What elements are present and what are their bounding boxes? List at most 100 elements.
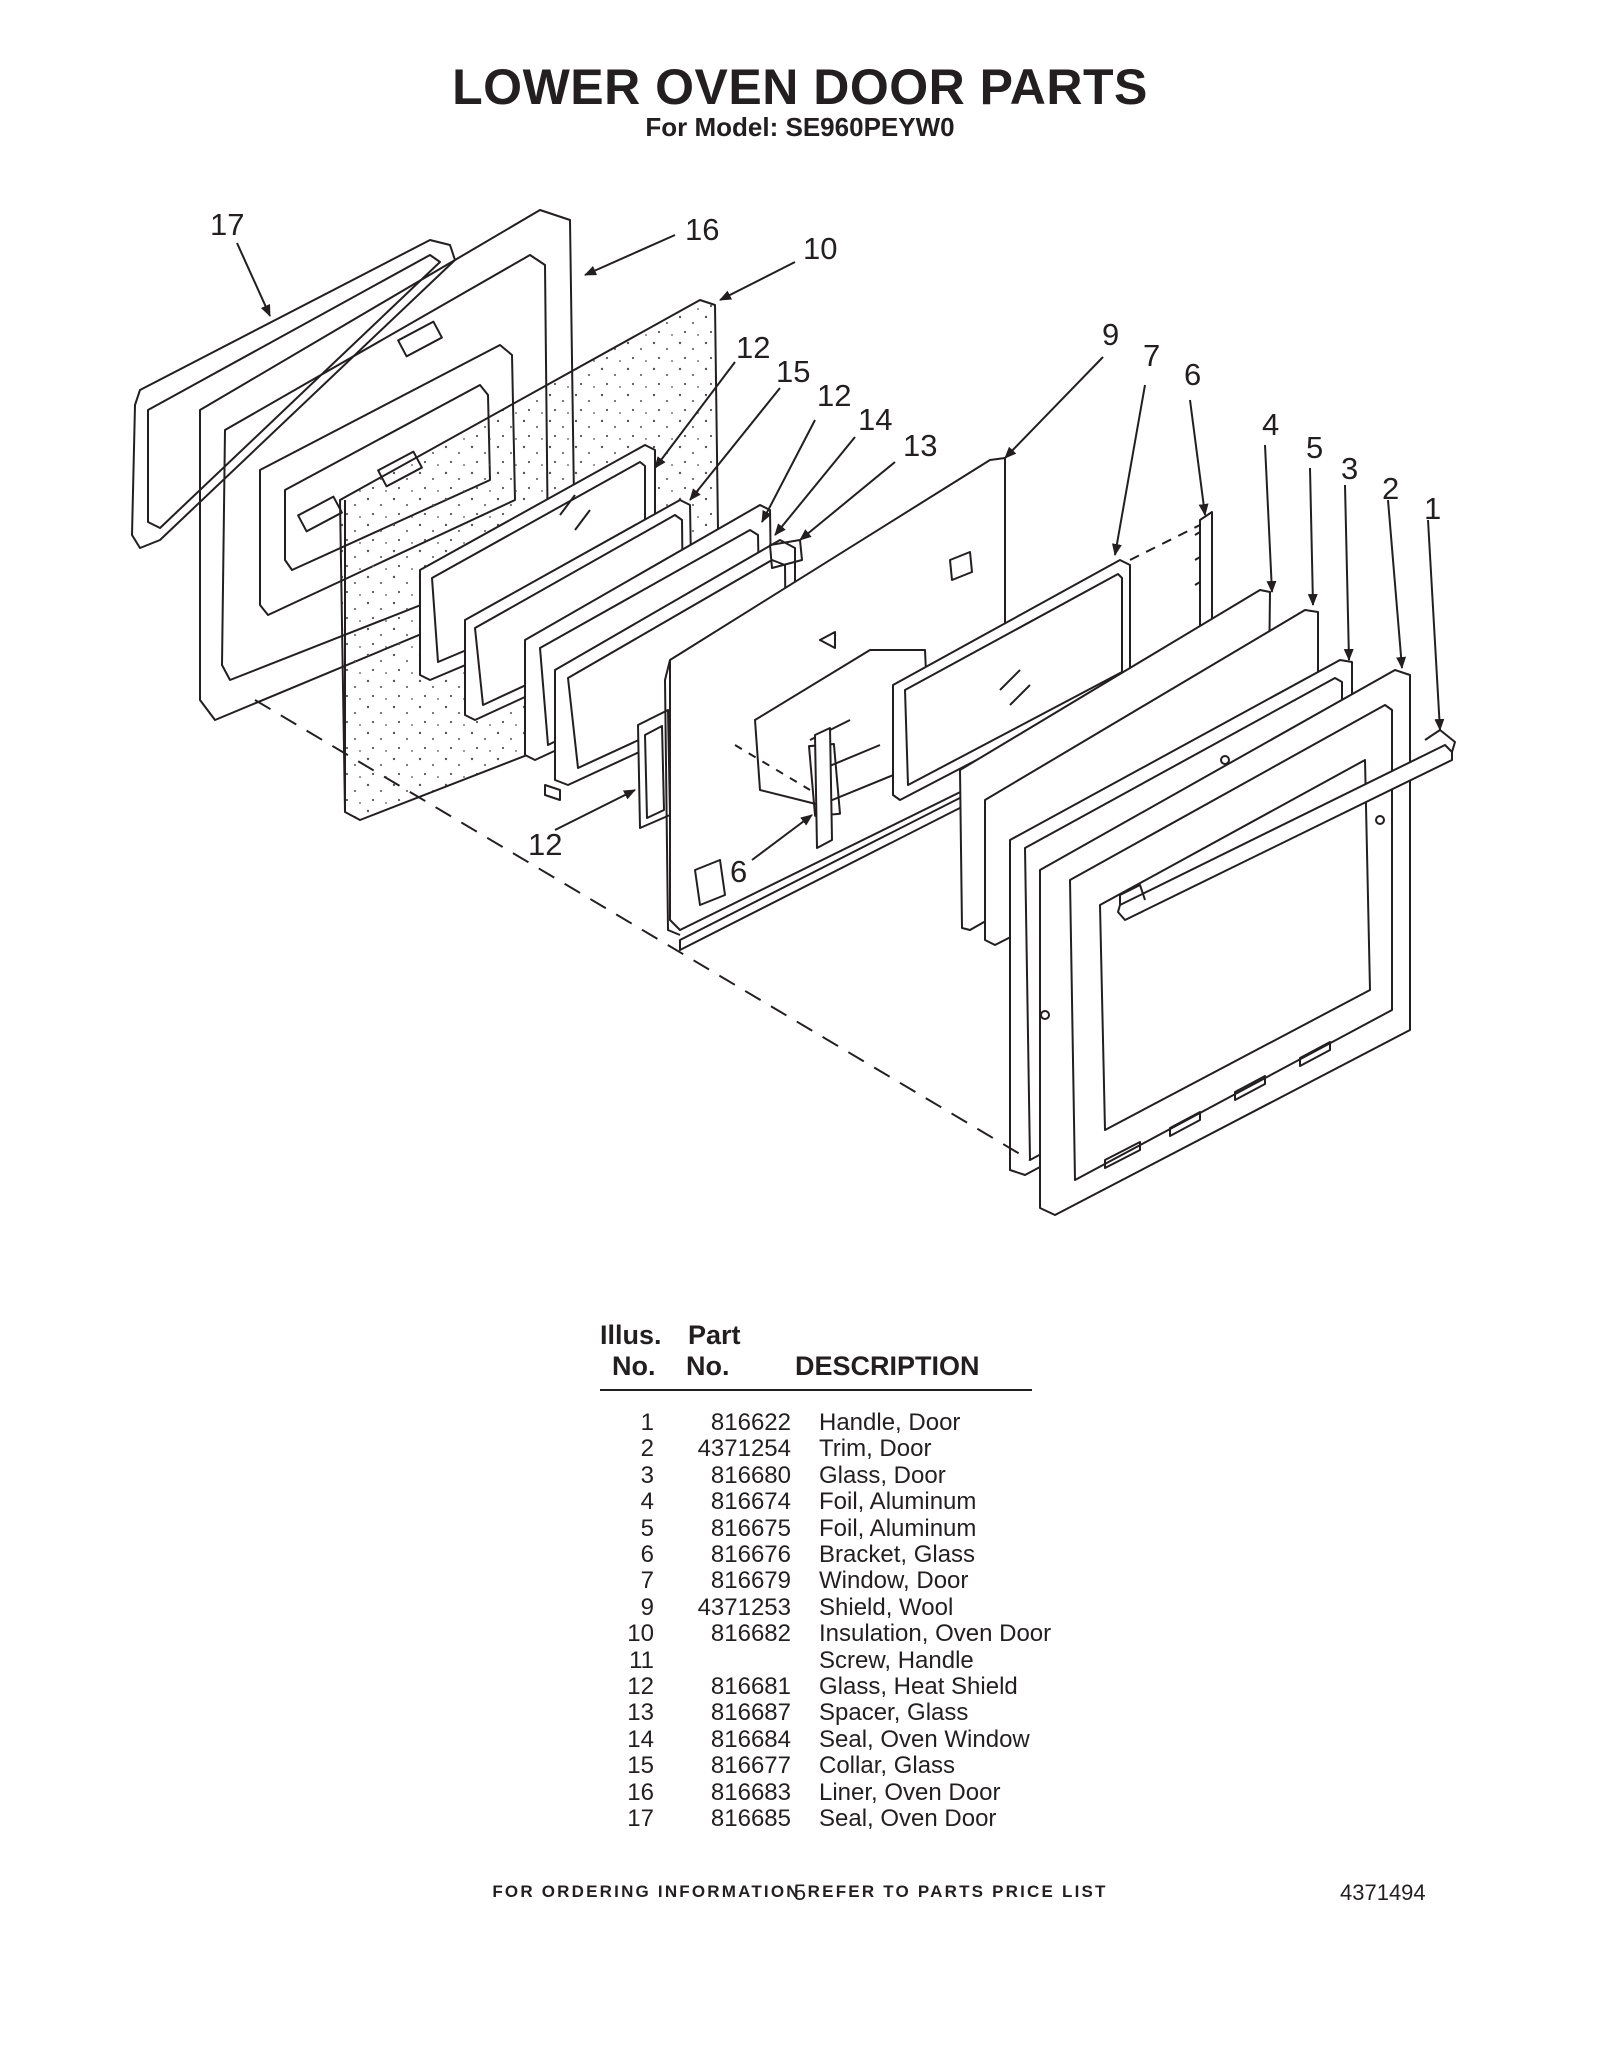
col-description-header: DESCRIPTION bbox=[795, 1351, 980, 1381]
table-row: 16 816683 Liner, Oven Door bbox=[612, 1778, 1051, 1806]
illus-no: 17 bbox=[627, 1805, 654, 1833]
callout-2: 2 bbox=[1382, 471, 1399, 506]
part-description: Trim, Door bbox=[819, 1435, 932, 1463]
table-row: 13 816687 Spacer, Glass bbox=[612, 1699, 1051, 1727]
table-row: 1 816622 Handle, Door bbox=[612, 1409, 1051, 1436]
part-no: 816683 bbox=[710, 1778, 791, 1806]
illus-no: 12 bbox=[627, 1673, 654, 1701]
part-no: 816676 bbox=[710, 1541, 791, 1569]
table-header-rule bbox=[600, 1389, 1032, 1391]
callout-14: 14 bbox=[858, 402, 892, 437]
part-no: 816674 bbox=[710, 1488, 791, 1516]
part-no: 816679 bbox=[710, 1567, 791, 1595]
part-no: 816680 bbox=[710, 1461, 791, 1489]
illus-no: 13 bbox=[627, 1699, 654, 1727]
table-row: 7 816679 Window, Door bbox=[612, 1567, 1051, 1595]
part-no: 4371254 bbox=[697, 1435, 791, 1463]
table-row: 17 816685 Seal, Oven Door bbox=[612, 1805, 1051, 1833]
illus-no: 14 bbox=[627, 1725, 654, 1753]
part-no bbox=[654, 1648, 791, 1674]
part-description: Glass, Door bbox=[819, 1461, 946, 1489]
col-illus-header-line2: No. bbox=[612, 1351, 656, 1381]
callout-6-bottom: 6 bbox=[730, 854, 747, 889]
part-description: Foil, Aluminum bbox=[819, 1488, 977, 1516]
table-row: 9 4371253 Shield, Wool bbox=[612, 1593, 1051, 1621]
illus-no: 2 bbox=[640, 1435, 654, 1463]
callout-1: 1 bbox=[1424, 491, 1441, 526]
part-description: Liner, Oven Door bbox=[819, 1778, 1001, 1806]
part-description: Glass, Heat Shield bbox=[819, 1673, 1018, 1701]
part-no: 816622 bbox=[710, 1409, 791, 1436]
illus-no: 7 bbox=[640, 1567, 654, 1595]
parts-list-table: 1 816622 Handle, Door 2 4371254 Trim, Door 3… bbox=[612, 1409, 1052, 1833]
part-no: 816687 bbox=[710, 1699, 791, 1727]
col-part-header-line1: Part bbox=[688, 1320, 741, 1350]
table-row: 15 816677 Collar, Glass bbox=[612, 1752, 1051, 1780]
glass-bracket-upper-part bbox=[1194, 511, 1213, 629]
callout-3: 3 bbox=[1341, 451, 1358, 486]
table-row: 12 816681 Glass, Heat Shield bbox=[612, 1673, 1051, 1701]
part-description: Bracket, Glass bbox=[819, 1541, 976, 1569]
table-row: 6 816676 Bracket, Glass bbox=[612, 1541, 1051, 1569]
callout-6-top: 6 bbox=[1184, 357, 1201, 392]
table-row: 2 4371254 Trim, Door bbox=[612, 1435, 1051, 1463]
callout-16: 16 bbox=[685, 212, 719, 247]
table-row: 4 816674 Foil, Aluminum bbox=[612, 1488, 1051, 1516]
illus-no: 15 bbox=[627, 1752, 654, 1780]
illus-no: 9 bbox=[640, 1593, 654, 1621]
part-description: Insulation, Oven Door bbox=[819, 1620, 1052, 1648]
page-number: 5 bbox=[793, 1880, 807, 1905]
callout-7: 7 bbox=[1143, 338, 1160, 373]
part-description: Handle, Door bbox=[819, 1409, 961, 1436]
door-handle-part bbox=[1117, 729, 1456, 921]
part-no: 816684 bbox=[710, 1725, 791, 1753]
ordering-note: FOR ORDERING INFORMATION REFER TO PARTS … bbox=[492, 1882, 1108, 1901]
part-no: 816677 bbox=[710, 1752, 791, 1780]
part-description: Foil, Aluminum bbox=[819, 1514, 977, 1542]
table-row: 10 816682 Insulation, Oven Door bbox=[612, 1620, 1052, 1648]
table-row: 5 816675 Foil, Aluminum bbox=[612, 1514, 1051, 1542]
illus-no: 10 bbox=[627, 1620, 654, 1648]
callout-17: 17 bbox=[210, 207, 244, 242]
glass-spacer-part bbox=[544, 539, 803, 801]
callout-10: 10 bbox=[803, 231, 837, 266]
door-trim-part bbox=[1039, 669, 1411, 1216]
callout-13: 13 bbox=[903, 428, 937, 463]
part-description: Window, Door bbox=[819, 1567, 969, 1595]
part-description: Seal, Oven Door bbox=[819, 1805, 997, 1833]
exploded-door-diagram: 17 16 10 12 15 12 14 13 9 7 6 4 5 3 2 1 … bbox=[131, 207, 1456, 1216]
callout-12-mid: 12 bbox=[817, 378, 851, 413]
part-description: Collar, Glass bbox=[819, 1752, 956, 1780]
part-no: 816675 bbox=[710, 1514, 791, 1542]
illus-no: 16 bbox=[627, 1778, 654, 1806]
callout-5: 5 bbox=[1306, 430, 1323, 465]
illus-no: 3 bbox=[640, 1461, 654, 1489]
table-row: 3 816680 Glass, Door bbox=[612, 1461, 1051, 1489]
part-description: Seal, Oven Window bbox=[819, 1725, 1030, 1753]
part-no: 816681 bbox=[710, 1673, 791, 1701]
callout-15: 15 bbox=[776, 354, 810, 389]
document-number: 4371494 bbox=[1340, 1880, 1426, 1905]
table-row: 14 816684 Seal, Oven Window bbox=[612, 1725, 1051, 1753]
illus-no: 11 bbox=[629, 1646, 654, 1674]
col-part-header-line2: No. bbox=[686, 1351, 730, 1381]
part-description: Screw, Handle bbox=[819, 1646, 974, 1674]
callout-12-bottom: 12 bbox=[528, 827, 562, 862]
model-subtitle: For Model: SE960PEYW0 bbox=[645, 112, 955, 142]
table-row: 11 Screw, Handle bbox=[612, 1646, 1051, 1674]
illus-no: 4 bbox=[640, 1488, 654, 1516]
part-no: 816685 bbox=[710, 1805, 791, 1833]
illus-no: 6 bbox=[640, 1541, 654, 1569]
part-no: 4371253 bbox=[697, 1593, 791, 1621]
callout-4: 4 bbox=[1262, 407, 1279, 442]
illus-no: 5 bbox=[640, 1514, 654, 1542]
part-description: Spacer, Glass bbox=[819, 1699, 969, 1727]
callout-12-top: 12 bbox=[736, 330, 770, 365]
illus-no: 1 bbox=[640, 1409, 654, 1436]
part-description: Shield, Wool bbox=[819, 1593, 954, 1621]
glass-bracket-lower-part bbox=[814, 727, 833, 849]
col-illus-header-line1: Illus. bbox=[600, 1320, 662, 1350]
callout-9: 9 bbox=[1102, 317, 1119, 352]
part-no: 816682 bbox=[710, 1620, 791, 1648]
page-title: LOWER OVEN DOOR PARTS bbox=[452, 59, 1148, 115]
